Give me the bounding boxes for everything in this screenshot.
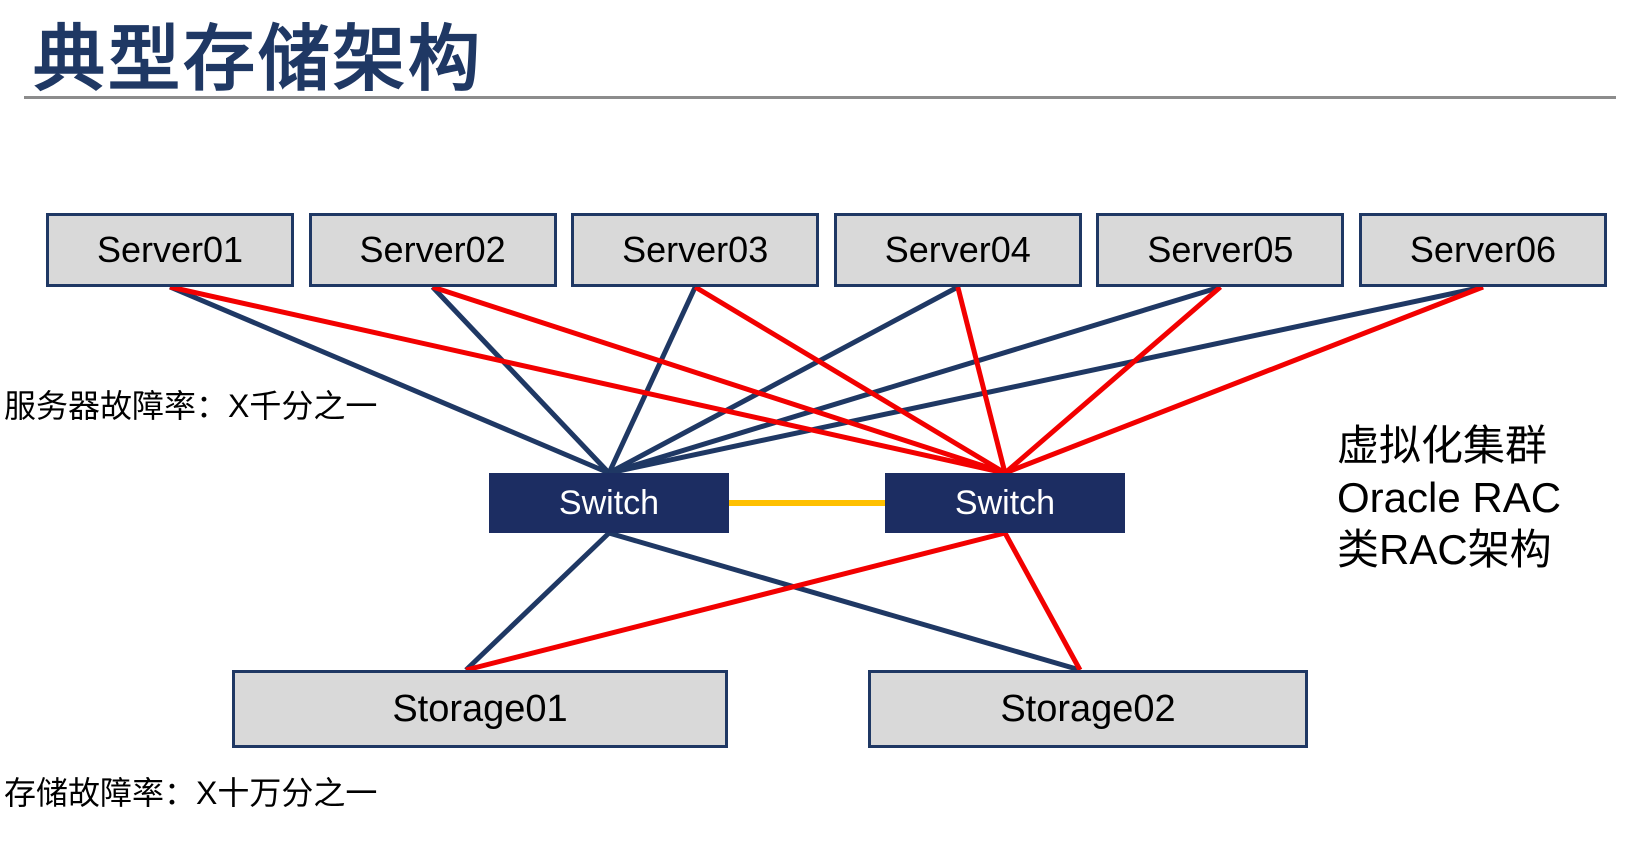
link-server-3-to-switch-left — [607, 284, 959, 476]
server-row: Server01 Server02 Server03 Server04 Serv… — [46, 213, 1607, 287]
storage-node-2: Storage02 — [868, 670, 1308, 748]
link-server-2-to-switch-left — [606, 285, 698, 475]
link-switch-left-to-storage-1 — [608, 530, 1081, 673]
switch-node-right: Switch — [885, 473, 1125, 533]
server-failure-note: 服务器故障率：X千分之一 — [4, 388, 378, 424]
link-server-2-to-switch-right — [693, 284, 1007, 476]
server-node-4: Server04 — [833, 213, 1082, 287]
link-switch-right-to-storage-1 — [1002, 531, 1083, 672]
cluster-note-line-3: 类RAC架构 — [1337, 526, 1552, 573]
cluster-note: 虚拟化集群 Oracle RAC 类RAC架构 — [1337, 420, 1561, 576]
link-server-0-to-switch-left — [169, 284, 610, 476]
cluster-note-line-1: 虚拟化集群 — [1337, 422, 1548, 469]
title-divider — [24, 96, 1616, 99]
link-switch-left-to-storage-0 — [464, 531, 611, 672]
link-server-5-to-switch-left — [608, 284, 1484, 476]
server-node-6: Server06 — [1358, 213, 1607, 287]
storage-node-1: Storage01 — [232, 670, 728, 748]
link-server-1-to-switch-left — [430, 285, 611, 475]
cluster-note-line-2: Oracle RAC — [1337, 474, 1562, 521]
link-server-1-to-switch-right — [431, 284, 1006, 476]
link-switch-right-to-storage-0 — [465, 530, 1006, 673]
link-server-4-to-switch-right — [1003, 285, 1223, 475]
link-server-5-to-switch-right — [1004, 284, 1484, 476]
storage-failure-note: 存储故障率：X十万分之一 — [4, 775, 378, 811]
link-server-4-to-switch-left — [608, 284, 1222, 476]
page-title: 典型存储架构 — [33, 20, 484, 100]
server-node-5: Server05 — [1096, 213, 1345, 287]
switch-node-left: Switch — [489, 473, 729, 533]
server-node-3: Server03 — [571, 213, 820, 287]
link-server-3-to-switch-right — [955, 286, 1008, 474]
link-server-0-to-switch-right — [169, 284, 1006, 476]
server-node-2: Server02 — [308, 213, 557, 287]
server-node-1: Server01 — [46, 213, 294, 287]
